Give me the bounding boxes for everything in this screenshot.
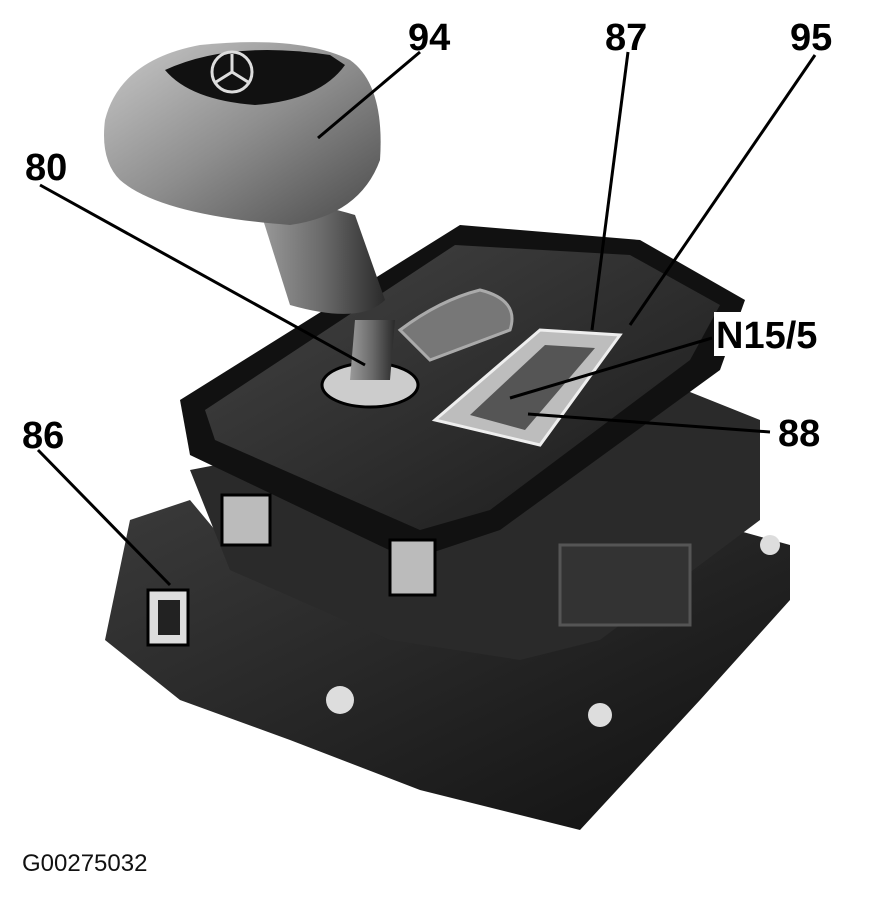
- leader-95: [628, 54, 817, 326]
- connector-socket-opening: [158, 600, 180, 635]
- rear-connector: [558, 543, 692, 627]
- callout-n15-5: N15/5: [716, 315, 817, 357]
- shift-lever: [104, 42, 420, 409]
- leader-80: [39, 183, 366, 367]
- leader-n15-5: [509, 336, 713, 400]
- callout-labels: 94 87 95 80 N15/5 86 88: [22, 17, 840, 457]
- lever-boot: [350, 320, 395, 380]
- connector-left: [220, 493, 272, 547]
- leader-86: [36, 448, 172, 587]
- callout-88: 88: [778, 413, 820, 455]
- leader-lines: [36, 50, 817, 587]
- callout-94: 94: [408, 17, 450, 59]
- mounting-hole: [326, 686, 354, 714]
- callout-95: 95: [790, 17, 832, 59]
- mounting-hole: [588, 703, 612, 727]
- selector-top-plate: [205, 245, 720, 530]
- connector-center: [388, 538, 437, 597]
- mounting-hole: [760, 535, 780, 555]
- callout-80: 80: [25, 147, 67, 189]
- knob-emblem-panel: [165, 50, 345, 105]
- leader-88: [527, 412, 771, 434]
- callout-n15-5-bg: [714, 312, 840, 356]
- leader-87: [590, 51, 630, 331]
- leader-94: [317, 50, 421, 140]
- logo-emblem-icon: [210, 50, 254, 94]
- callout-86: 86: [22, 415, 64, 457]
- figure-id: G00275032: [22, 850, 148, 877]
- knob-neck: [260, 203, 385, 314]
- side-connectors: [146, 493, 780, 727]
- callout-87: 87: [605, 17, 647, 59]
